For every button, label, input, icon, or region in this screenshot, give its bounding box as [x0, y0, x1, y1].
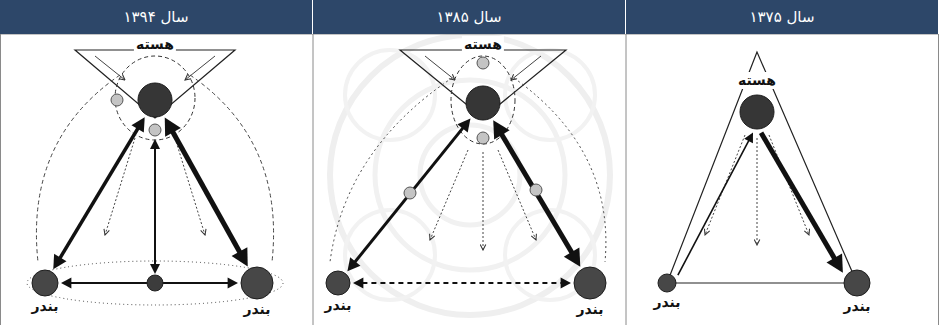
watermark-petal: [345, 210, 435, 300]
port-node: بندر: [843, 269, 871, 297]
cell-border: [313, 34, 314, 325]
port-label: بندر: [322, 297, 353, 314]
triangle-outline: [667, 52, 857, 283]
core-node: هسته: [739, 94, 775, 130]
year-label: سال ۱۳۸۵: [436, 8, 501, 26]
node-circle-shape: [325, 270, 351, 296]
arrowhead: [232, 247, 248, 266]
arrowhead: [457, 119, 470, 133]
arrowhead: [150, 139, 160, 149]
connector-line: [761, 133, 835, 259]
arrowhead: [353, 278, 363, 289]
port-node: بندر: [240, 266, 274, 300]
watermark-ring: [330, 35, 610, 315]
year-label: سال ۱۳۷۵: [749, 8, 814, 26]
inflow-arrow: [511, 56, 541, 80]
flow-connector: [678, 132, 753, 275]
satellite-dot: [530, 184, 542, 196]
flow-connector: [353, 278, 571, 289]
flow-connector: [493, 120, 580, 266]
connector-line: [173, 131, 240, 252]
port-ring: [27, 261, 283, 305]
node-circle-shape: [137, 82, 173, 118]
node-circle-shape: [843, 269, 871, 297]
satellite-dot: [477, 57, 489, 69]
port-node: بندر: [31, 269, 59, 297]
port-label: بندر: [574, 301, 605, 318]
year-header: سال ۱۳۸۵: [313, 0, 626, 34]
node-circle: [844, 270, 870, 296]
node-circle: [574, 267, 606, 299]
node-circle: [326, 271, 350, 295]
port-label: بندر: [841, 298, 872, 315]
year-label: سال ۱۳۹۴: [123, 8, 188, 26]
watermark-petal: [345, 50, 435, 140]
flow-connector: [53, 117, 144, 269]
connector-line: [501, 134, 572, 253]
node-circle: [740, 95, 774, 129]
node-circle-shape: [240, 266, 274, 300]
node-circle: [32, 270, 58, 296]
arrowhead: [61, 278, 71, 289]
connector-line: [362, 282, 561, 284]
middle-hub: [147, 275, 163, 291]
arrowhead: [564, 247, 580, 266]
dotted-flow: [757, 138, 758, 245]
node-circle-shape: [31, 269, 59, 297]
arrowhead: [228, 278, 238, 289]
satellite-dot: [111, 94, 123, 106]
core-label: هسته: [736, 72, 778, 89]
satellite-dot: [149, 124, 161, 136]
arrowhead: [827, 254, 843, 273]
node-circle-shape: [657, 273, 677, 293]
core-ring: [115, 56, 195, 140]
arrowhead: [150, 264, 160, 274]
inflow-arrow: [425, 56, 455, 80]
arrowhead: [131, 117, 144, 132]
dotted-flow: [483, 152, 484, 250]
flow-connector: [347, 119, 470, 272]
core-label: هسته: [134, 36, 176, 53]
arrowhead: [53, 254, 66, 269]
vertical-link: [154, 148, 156, 265]
port-label: بندر: [29, 298, 60, 315]
core-node: هسته: [137, 82, 173, 118]
port-label: بندر: [241, 301, 272, 318]
flow-connector: [165, 117, 248, 266]
port-node: بندر: [657, 273, 677, 293]
core-label: هسته: [462, 36, 504, 53]
flow-connector: [761, 133, 843, 273]
satellite-dot: [477, 132, 489, 144]
year-header: سال ۱۳۹۴: [0, 0, 313, 34]
cell-border: [626, 34, 627, 325]
cell-border: [1, 34, 939, 325]
arrowhead: [165, 117, 181, 136]
satellite-dot: [404, 187, 416, 199]
dotted-flow: [105, 138, 135, 235]
arrowhead: [744, 132, 753, 143]
hourglass-top: [75, 50, 235, 118]
arrowhead: [347, 257, 360, 271]
port-label: بندر: [651, 294, 682, 311]
node-circle-shape: [465, 85, 501, 121]
node-circle: [658, 274, 676, 292]
year-header: سال ۱۳۷۵: [626, 0, 939, 34]
outer-curve: [330, 78, 452, 262]
node-circle: [241, 267, 273, 299]
node-circle: [138, 83, 172, 117]
connector-line: [60, 128, 138, 258]
watermark-ring: [375, 80, 565, 270]
connector-line: [355, 128, 463, 263]
connector-line: [678, 140, 749, 275]
core-node: هسته: [465, 85, 501, 121]
node-circle-shape: [573, 266, 607, 300]
port-node: بندر: [573, 266, 607, 300]
outer-curve: [36, 75, 120, 262]
arrowhead: [561, 278, 571, 289]
node-circle-shape: [739, 94, 775, 130]
port-node: بندر: [325, 270, 351, 296]
arrowhead: [493, 120, 509, 139]
node-circle: [466, 86, 500, 120]
inflow-arrow: [95, 56, 125, 80]
